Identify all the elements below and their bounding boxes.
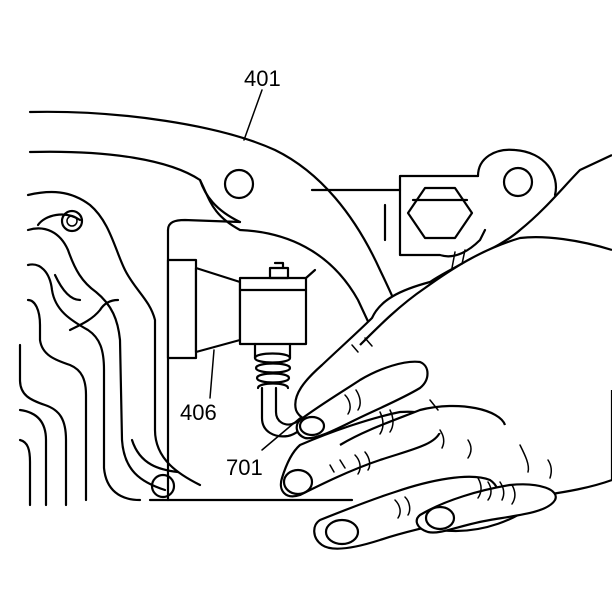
valve-body-channels [18,190,202,507]
callout-406: 406 [180,400,217,425]
case-outline [28,110,404,332]
leader-lines [209,89,301,451]
bracket-with-bolt [310,148,558,258]
hand [279,154,612,550]
callout-401: 401 [244,66,281,91]
solenoid-connector [166,258,317,360]
fingernail-icon [282,468,314,496]
bolt-head-icon [406,186,474,240]
callout-701: 701 [226,455,263,480]
